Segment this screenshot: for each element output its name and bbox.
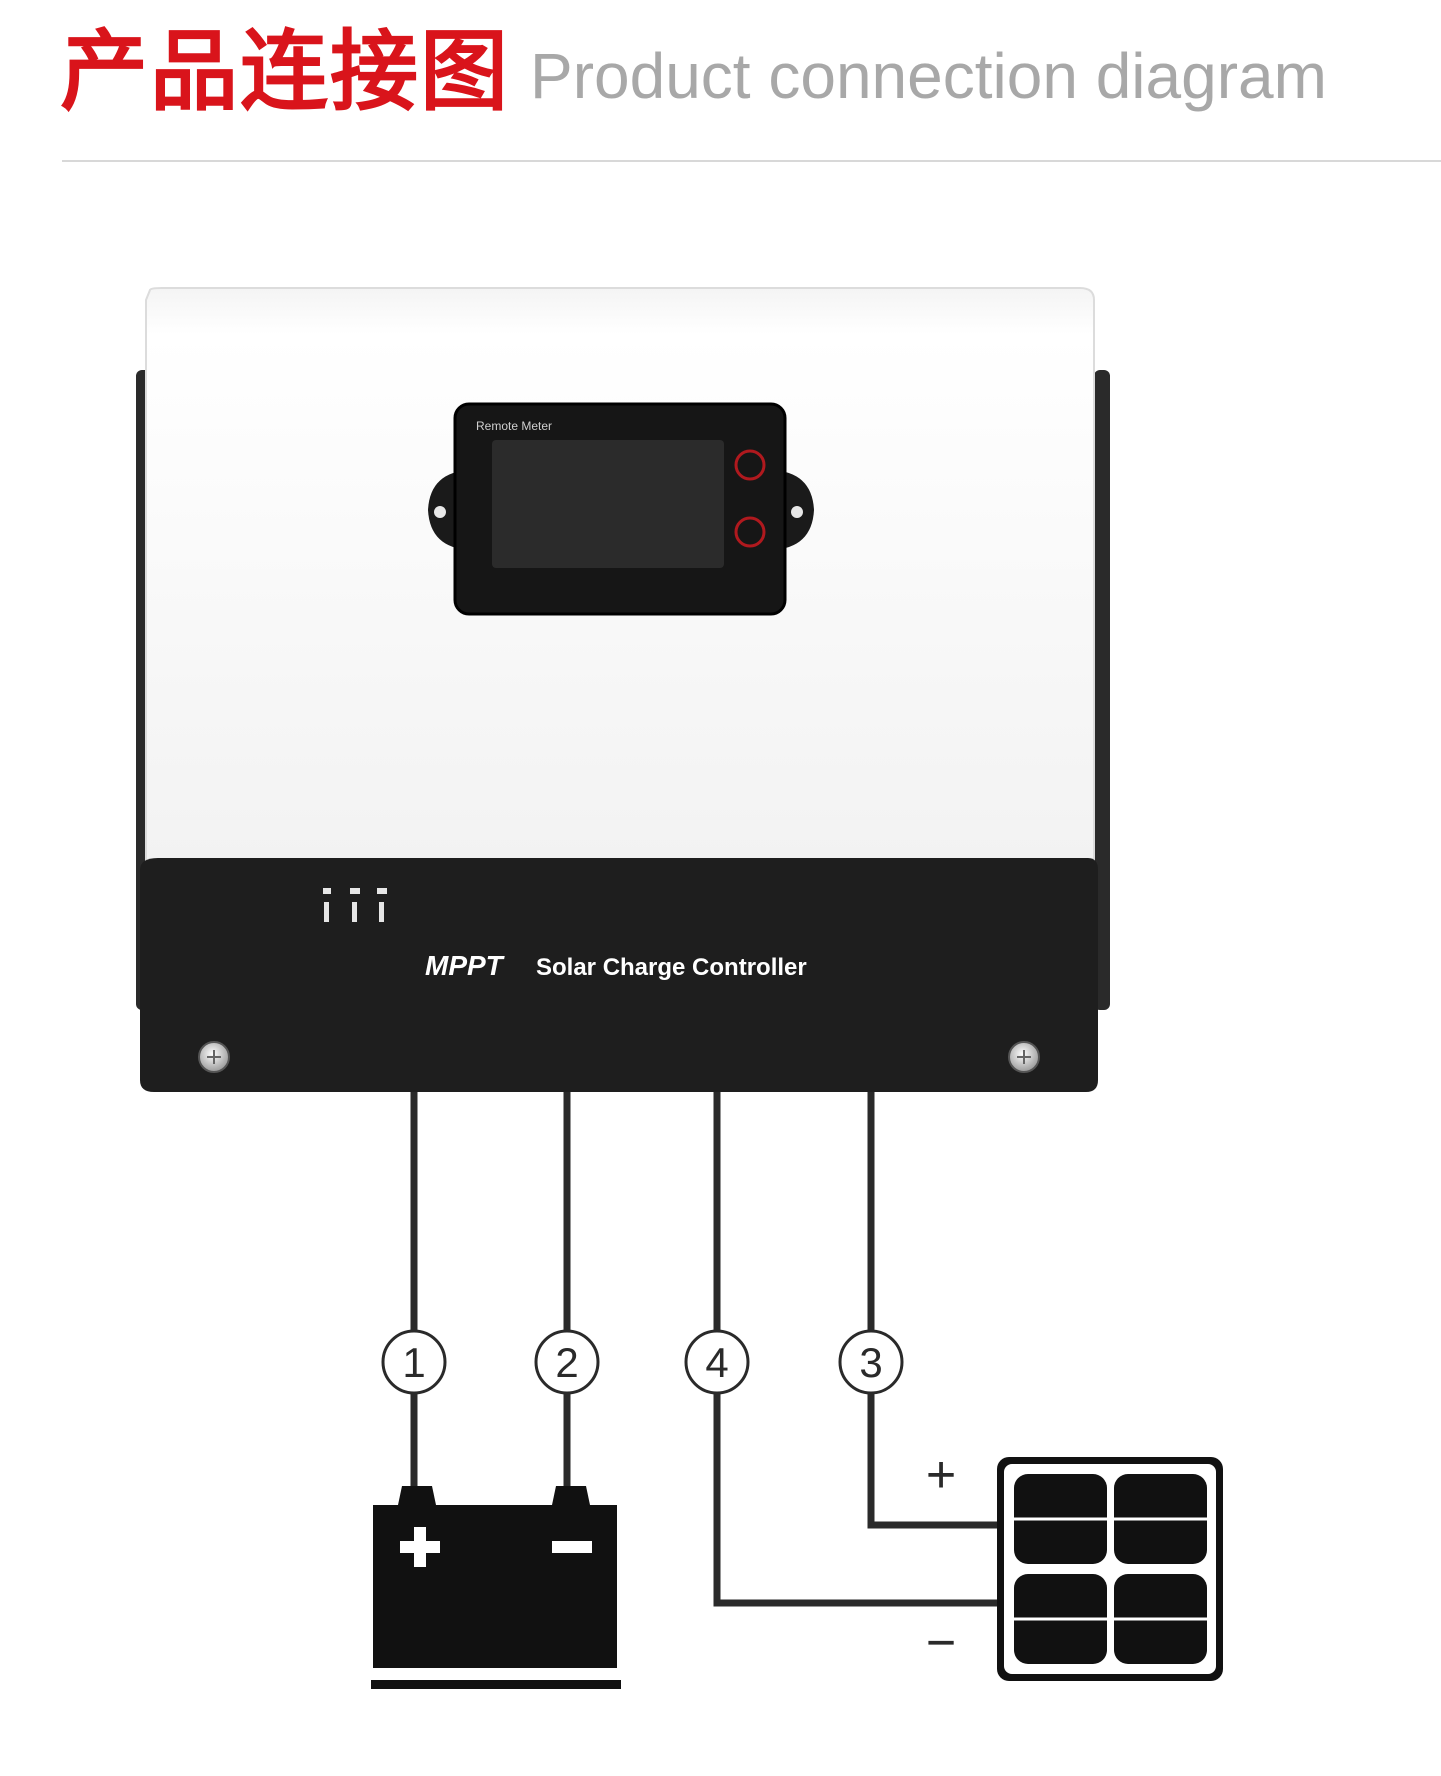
wire-4 bbox=[713, 1092, 1000, 1607]
solar-panel-icon bbox=[997, 1457, 1223, 1681]
brand-label: MPPT bbox=[425, 950, 506, 981]
page-title-english: Product connection diagram bbox=[530, 40, 1327, 112]
screw-right bbox=[1008, 1041, 1040, 1073]
charge-controller: Remote Meter MPPT Solar Charge Controlle… bbox=[136, 287, 1110, 1092]
wire-marker-4: 4 bbox=[684, 1329, 750, 1395]
model-label: Solar Charge Controller bbox=[536, 954, 807, 981]
meter-button-top bbox=[734, 449, 766, 481]
solar-minus-label: − bbox=[926, 1614, 956, 1672]
meter-screen bbox=[492, 440, 724, 568]
title-divider bbox=[62, 160, 1441, 162]
page-title-chinese: 产品连接图 bbox=[60, 20, 511, 123]
status-leds bbox=[323, 888, 387, 922]
controller-side-right bbox=[1094, 370, 1110, 1010]
wire-marker-2: 2 bbox=[534, 1329, 600, 1395]
wiring bbox=[410, 1092, 1000, 1607]
battery-plus-v bbox=[414, 1527, 426, 1567]
wire-marker-3: 3 bbox=[838, 1329, 904, 1395]
meter-mount-hole-right bbox=[791, 506, 803, 518]
wire-3 bbox=[867, 1092, 1000, 1529]
svg-text:2: 2 bbox=[555, 1339, 578, 1386]
meter-button-bottom bbox=[734, 516, 766, 548]
screw-left bbox=[198, 1041, 230, 1073]
meter-mount-hole-left bbox=[434, 506, 446, 518]
solar-plus-label: + bbox=[926, 1446, 956, 1504]
wire-marker-1: 1 bbox=[381, 1329, 447, 1395]
svg-text:3: 3 bbox=[859, 1339, 882, 1386]
svg-text:1: 1 bbox=[402, 1339, 425, 1386]
battery-minus bbox=[552, 1541, 592, 1553]
remote-meter-label: Remote Meter bbox=[476, 419, 552, 433]
battery-icon bbox=[371, 1486, 621, 1689]
remote-meter: Remote Meter bbox=[428, 402, 814, 616]
svg-text:4: 4 bbox=[705, 1339, 728, 1386]
